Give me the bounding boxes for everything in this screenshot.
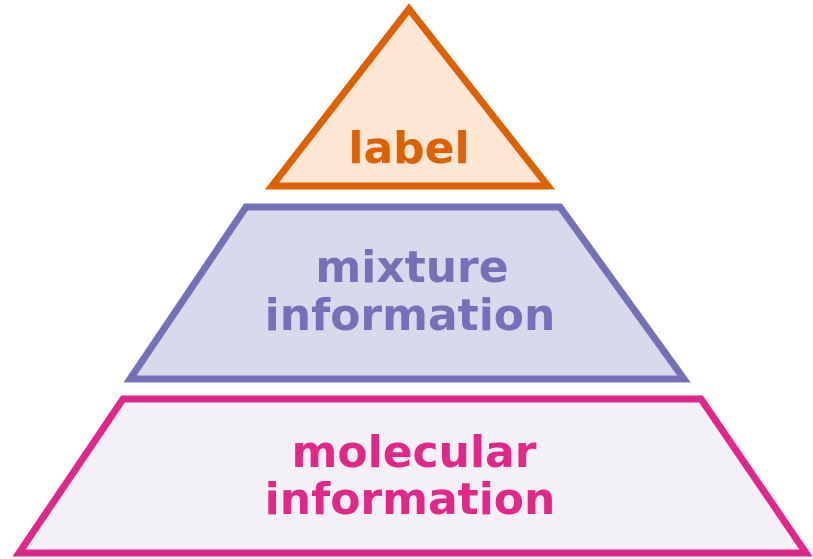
- tier-bottom-shape: [12, 395, 813, 557]
- tier-top-shape: [264, 3, 556, 190]
- tier-middle: mixture information: [123, 203, 691, 383]
- tier-bottom: molecular information: [12, 395, 813, 557]
- tier-middle-label-line-2: information: [265, 290, 556, 341]
- tier-top: label: [264, 3, 556, 190]
- tier-middle-shape: [123, 203, 691, 383]
- tier-middle-label-line-1: mixture: [315, 242, 508, 293]
- tier-top-label-line-1: label: [348, 123, 469, 174]
- tier-bottom-label-line-1: molecular: [292, 427, 537, 478]
- tier-bottom-label-line-2: information: [265, 474, 556, 525]
